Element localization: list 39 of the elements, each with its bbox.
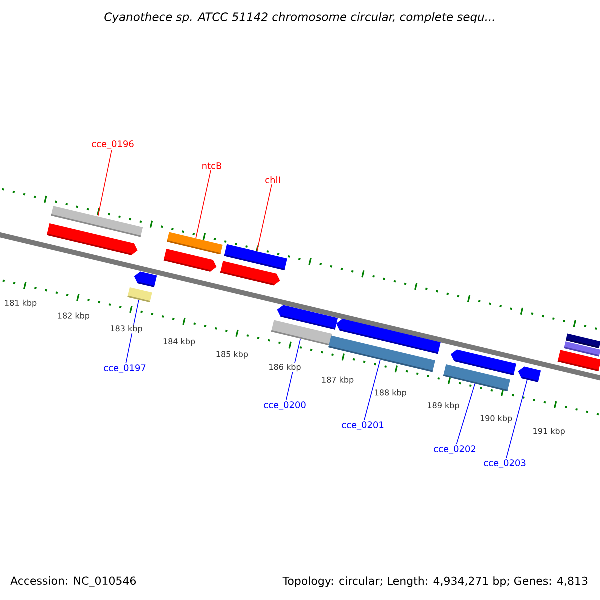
gene-label: cce_0201	[342, 422, 384, 430]
title: Cyanothece sp. ATCC 51142 chromosome circular, complete sequ...	[104, 12, 494, 24]
scale-label: 181 kbp	[4, 299, 38, 308]
gene-feature	[558, 350, 600, 372]
gene-label: chlI	[266, 176, 280, 184]
leader-line	[364, 360, 381, 421]
scale-label: 188 kbp	[374, 389, 408, 398]
scale-label: 189 kbp	[426, 402, 460, 411]
gene-feature	[277, 305, 338, 330]
gene-feature	[46, 224, 138, 256]
footer-text: Accession: NC_010546	[10, 576, 136, 588]
gene-label: cce_0203	[484, 460, 526, 468]
gene-feature	[128, 287, 152, 303]
scale-label: 184 kbp	[162, 338, 196, 347]
gene-label: cce_0196	[92, 140, 134, 150]
leader-line	[98, 150, 112, 217]
leader-line	[256, 184, 272, 252]
leader-line	[456, 384, 476, 445]
scale-label: 187 kbp	[321, 376, 355, 385]
leader-line	[126, 300, 140, 364]
gene-label: cce_0197	[104, 364, 146, 374]
scale-label: 191 kbp	[532, 428, 566, 436]
scale-label: 182 kbp	[56, 312, 90, 321]
scale-label: 190 kbp	[480, 414, 514, 424]
scale-label: 183 kbp	[110, 324, 144, 334]
gene-label: cce_0200	[264, 402, 306, 410]
gene-feature	[518, 366, 542, 382]
gene-label: ntcB	[202, 162, 222, 170]
scale-label: 186 kbp	[268, 363, 302, 372]
leader-line	[506, 380, 528, 459]
scale-label: 185 kbp	[215, 350, 249, 360]
leader-line	[196, 170, 212, 239]
gene-feature	[450, 350, 516, 376]
gene-label: cce_0202	[434, 446, 476, 454]
gene-feature	[134, 272, 158, 288]
gene-feature	[164, 249, 217, 272]
footer-text: Topology: circular; Length: 4,934,271 bp; Genes: 4,813	[282, 576, 588, 588]
gene-feature	[336, 319, 441, 354]
gene-feature	[220, 261, 280, 286]
